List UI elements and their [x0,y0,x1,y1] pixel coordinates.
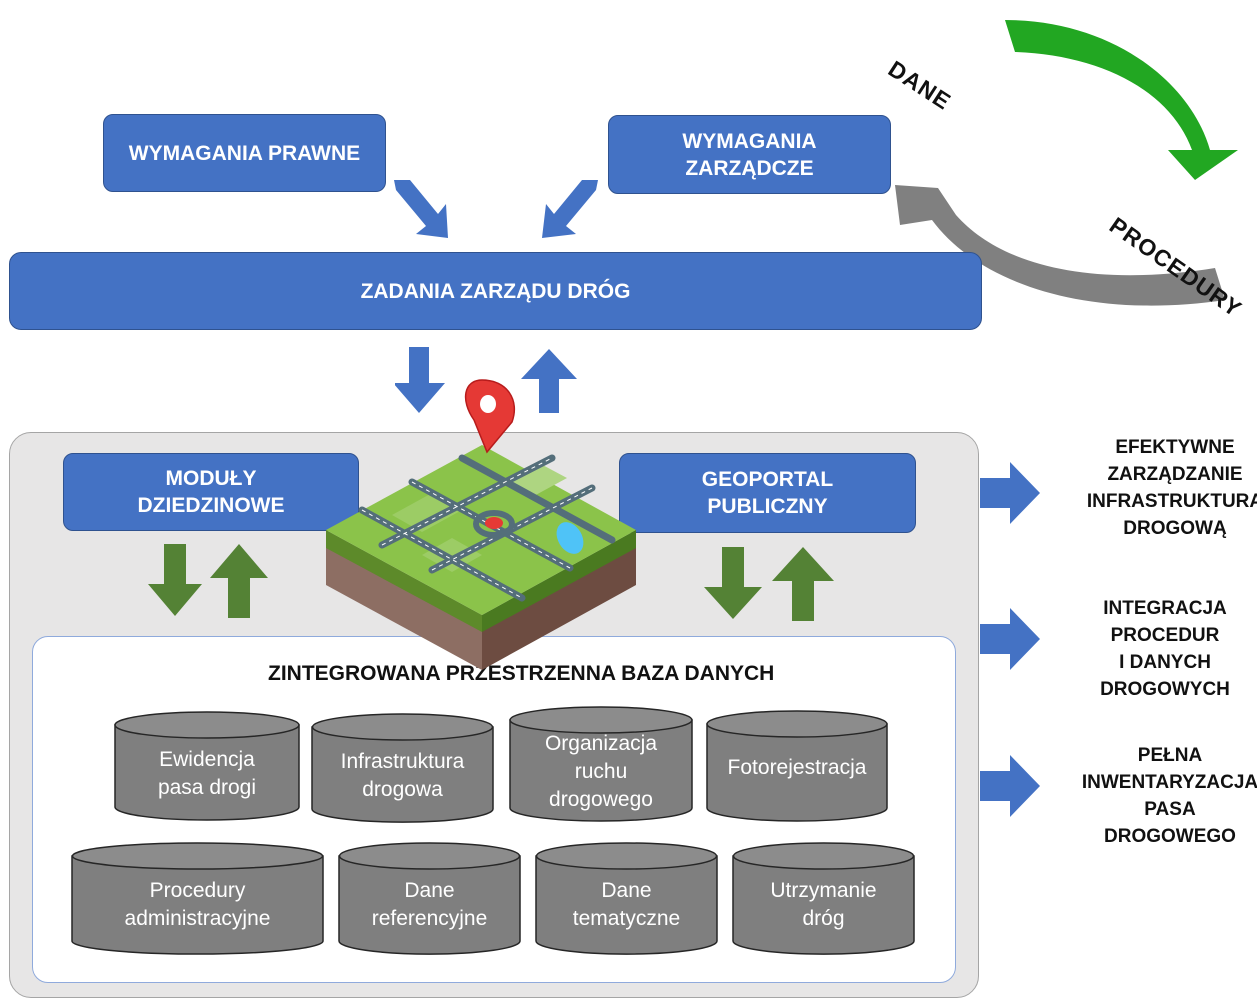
arrows-into-tasks [394,180,598,238]
green-cycle-arrow [1005,20,1238,180]
up-arrow-blue [521,349,577,413]
isometric-map-illustration [326,379,636,670]
db-label: Utrzymanie dróg [770,879,877,930]
db-cylinder-land-register: Ewidencja pasa drogi [114,711,300,821]
db-label: Organizacja ruchu drogowego [544,732,658,811]
down-arrow-green [704,547,762,619]
gray-cycle-arrow [895,185,1225,306]
outcome-arrow-2 [980,608,1040,670]
db-cylinder-reference-data: Dane referencyjne [338,842,521,955]
outcome-integration: INTEGRACJA PROCEDUR I DANYCH DROGOWYCH [1100,598,1230,700]
db-cylinder-road-infrastructure: Infrastruktura drogowa [311,713,494,823]
db-cylinder-thematic-data: Dane tematyczne [535,842,718,955]
outcome-inventory: PEŁNA INWENTARYZACJA PASA DROGOWEGO [1081,745,1257,847]
location-pin-icon [464,379,516,454]
road-authority-tasks-bar: ZADANIA ZARZĄDU DRÓG [9,252,982,330]
outcome-arrow-3 [980,755,1040,817]
db-label: Dane tematyczne [572,879,681,930]
db-label: Procedury administracyjne [124,879,271,930]
db-cylinder-road-maintenance: Utrzymanie dróg [732,842,915,955]
db-cylinder-photo-registration: Fotorejestracja [706,710,888,822]
down-arrow-blue [395,347,445,413]
diagonal-arrow-down-right [394,180,448,238]
diagonal-arrow-down-left [542,180,598,238]
cycle-arrows [895,20,1238,306]
db-label: Infrastruktura drogowa [340,750,465,801]
db-label: Fotorejestracja [727,756,867,779]
db-label: Dane referencyjne [371,879,488,930]
db-cylinder-traffic-organization: Organizacja ruchu drogowego [509,706,693,822]
domain-modules-box: MODUŁY DZIEDZINOWE [63,453,359,531]
legal-requirements-box: WYMAGANIA PRAWNE [103,114,386,192]
outcome-efficient-management: EFEKTYWNE ZARZĄDZANIE INFRASTRUKTURĄ DRO… [1086,437,1257,539]
domain-green-arrows [148,544,268,618]
tasks-updown-arrows [395,347,577,413]
database-title: ZINTEGROWANA PRZESTRZENNA BAZA DANYCH [268,662,775,685]
management-requirements-box: WYMAGANIA ZARZĄDCZE [608,115,891,194]
geoportal-green-arrows [704,547,834,621]
up-arrow-green [210,544,268,618]
up-arrow-green [772,547,834,621]
public-geoportal-box: GEOPORTAL PUBLICZNY [619,453,916,533]
db-label: Ewidencja pasa drogi [157,748,257,799]
db-cylinder-admin-procedures: Procedury administracyjne [71,842,324,955]
down-arrow-green [148,544,202,616]
outcome-arrow-1 [980,462,1040,524]
